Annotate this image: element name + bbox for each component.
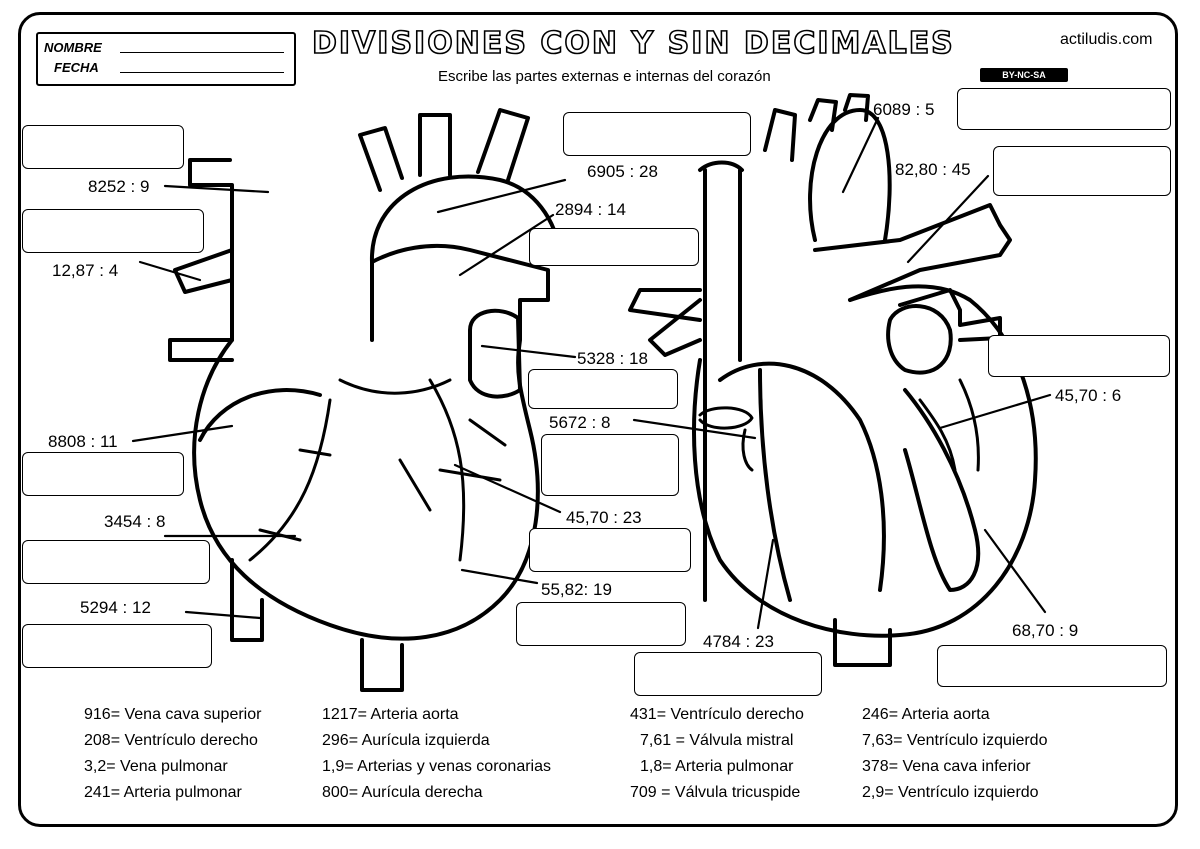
operation-label: 12,87 : 4 <box>52 261 119 280</box>
operation-label: 45,70 : 6 <box>1055 386 1122 405</box>
answer-key-item: 7,61 = Válvula mistral <box>640 732 794 749</box>
operation-label: 68,70 : 9 <box>1012 621 1079 640</box>
heart-bottom-stub <box>360 638 404 692</box>
mitral-valve <box>918 378 980 472</box>
operation-label: 5294 : 12 <box>80 598 151 617</box>
right-ventricle-int <box>758 368 792 602</box>
answer-key-item: 800= Aurícula derecha <box>322 784 483 801</box>
pulmonary-branches-left <box>628 288 702 357</box>
operation-label: 8808 : 11 <box>48 432 118 451</box>
answer-box[interactable] <box>563 112 751 156</box>
operation-label: 4784 : 23 <box>703 632 774 651</box>
left-atrium-int <box>886 304 953 375</box>
answer-key-item: 709 = Válvula tricuspide <box>630 784 801 801</box>
operation-label: 6089 : 5 <box>873 100 935 119</box>
septum-int <box>718 361 886 592</box>
answer-key-item: 378= Vena cava inferior <box>862 758 1031 775</box>
answer-box[interactable] <box>22 624 212 668</box>
answer-box[interactable] <box>22 540 210 584</box>
vena-cava-inferior-ext <box>230 558 264 642</box>
operation-label: 6905 : 28 <box>587 162 658 181</box>
operation-label: 2894 : 14 <box>555 200 626 219</box>
operation-label: 55,82: 19 <box>541 580 612 599</box>
left-ventricle-int <box>903 388 981 592</box>
pulmonary-artery-int <box>813 203 1012 302</box>
license-badge: BY-NC-SA <box>980 68 1068 82</box>
septum-line <box>338 378 452 395</box>
tricuspid-valve <box>698 406 754 472</box>
page-title: DIVISIONES CON Y SIN DECIMALES <box>311 25 955 62</box>
answer-key-item: 241= Arteria pulmonar <box>84 784 242 801</box>
operation-label: 82,80 : 45 <box>895 160 971 179</box>
answer-box[interactable] <box>528 369 678 409</box>
answer-key-item: 208= Ventrículo derecho <box>84 732 258 749</box>
date-line[interactable] <box>120 72 284 73</box>
answer-box[interactable] <box>529 528 691 572</box>
vena-cava-inferior-int <box>833 618 892 667</box>
answer-key-item: 431= Ventrículo derecho <box>630 706 804 723</box>
worksheet-frame <box>18 12 1178 827</box>
answer-key-item: 7,63= Ventrículo izquierdo <box>862 732 1048 749</box>
answer-box[interactable] <box>937 645 1167 687</box>
answer-box[interactable] <box>22 125 184 169</box>
page-subtitle: Escribe las partes externas e internas d… <box>438 68 771 85</box>
answer-key-item: 916= Vena cava superior <box>84 706 262 723</box>
answer-key-item: 296= Aurícula izquierda <box>322 732 490 749</box>
answer-box[interactable] <box>993 146 1171 196</box>
operation-label: 8252 : 9 <box>88 177 150 196</box>
answer-box[interactable] <box>22 452 184 496</box>
answer-box[interactable] <box>634 652 822 696</box>
brand-text: actiludis.com <box>1060 31 1153 48</box>
answer-key-item: 1,8= Arteria pulmonar <box>640 758 794 775</box>
answer-box[interactable] <box>529 228 699 266</box>
answer-box[interactable] <box>957 88 1171 130</box>
answer-key-item: 1217= Arteria aorta <box>322 706 459 723</box>
pointer-lines <box>131 116 1052 630</box>
answer-box[interactable] <box>541 434 679 496</box>
answer-key-item: 1,9= Arterias y venas coronarias <box>322 758 552 775</box>
name-label: NOMBRE <box>44 40 102 55</box>
answer-box[interactable] <box>516 602 686 646</box>
answer-key-item: 3,2= Vena pulmonar <box>84 758 228 775</box>
aorta-branches <box>358 108 530 192</box>
pulmonary-veins-left <box>168 248 234 362</box>
operation-label: 5672 : 8 <box>549 413 611 432</box>
operation-label: 5328 : 18 <box>577 349 648 368</box>
answer-key-item: 246= Arteria aorta <box>862 706 990 723</box>
operation-label: 3454 : 8 <box>104 512 166 531</box>
aorta-int <box>763 93 892 242</box>
name-line[interactable] <box>120 52 284 53</box>
left-atrium-ext <box>468 308 522 399</box>
vena-cava-superior-int <box>698 160 744 602</box>
aortic-arch <box>369 174 562 264</box>
answer-box[interactable] <box>22 209 204 253</box>
internal-heart-outline <box>692 284 1038 638</box>
answer-key-item: 2,9= Ventrículo izquierdo <box>862 784 1039 801</box>
operation-label: 45,70 : 23 <box>566 508 642 527</box>
answer-box[interactable] <box>988 335 1170 377</box>
right-atrium-ext <box>198 388 322 442</box>
date-label: FECHA <box>54 60 99 75</box>
external-heart-outline <box>188 158 550 641</box>
name-date-box: NOMBRE FECHA <box>36 32 296 86</box>
